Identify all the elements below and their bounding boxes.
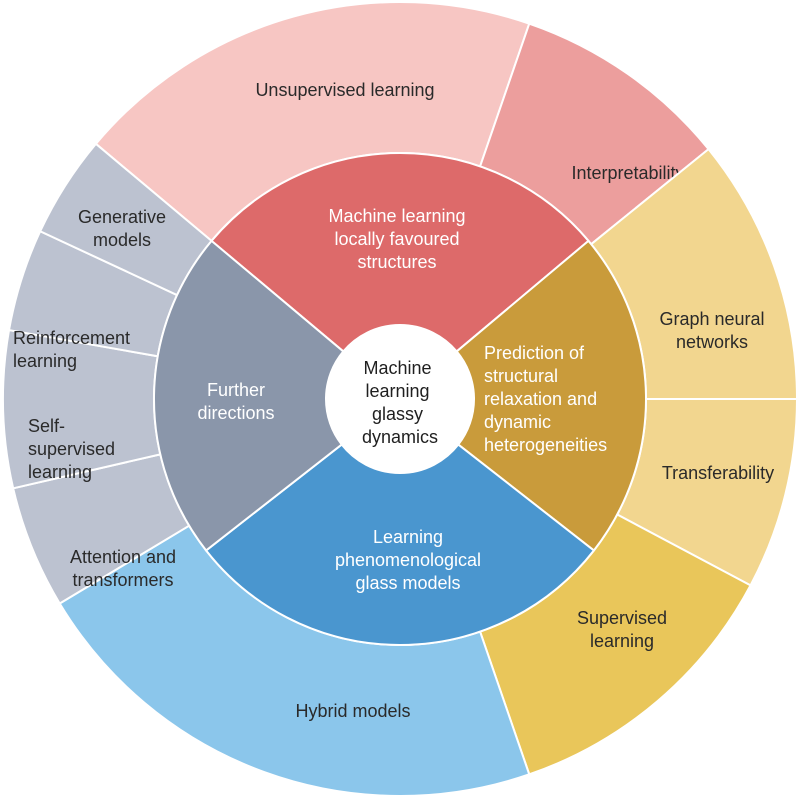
outer-segment-hybrid-label-line: Hybrid models [295,701,410,721]
outer-segment-gnn-label-line: Graph neural [659,309,764,329]
inner-segment-phenom-label-line: Learning [373,527,443,547]
inner-segment-prediction-label-line: dynamic [484,412,551,432]
outer-segment-reinforcement-label-line: Reinforcement [13,328,130,348]
inner-segment-further-label: Further directions [197,380,274,423]
outer-segment-unsupervised-label-line: Unsupervised learning [255,80,434,100]
outer-segment-reinforcement-label-line: learning [13,351,77,371]
outer-segment-transferability-label-line: Transferability [662,463,774,483]
center-label-line: dynamics [362,427,438,447]
center-circle-group: Machine learning glassy dynamics [326,325,474,473]
outer-segment-selfsup-label: Self-supervised learning [28,416,115,482]
inner-segment-mlfs-label-line: structures [357,252,436,272]
outer-segment-supervised-label-line: learning [590,631,654,651]
inner-segment-phenom-label-line: glass models [355,573,460,593]
outer-segment-selfsup-label-line: Self- [28,416,65,436]
inner-segment-prediction-label-line: relaxation and [484,389,597,409]
inner-segment-prediction-label-line: Prediction of [484,343,585,363]
outer-segment-generative-label-line: Generative [78,207,166,227]
outer-segment-selfsup-label-line: learning [28,462,92,482]
outer-segment-gnn-label: Graph neural networks [659,309,764,352]
outer-segment-supervised-label: Supervised learning [577,608,667,651]
center-label: Machine learning glassy dynamics [362,358,438,447]
outer-segment-reinforcement-label: Reinforcement learning [13,328,130,371]
outer-segment-generative-label: Generative models [78,207,166,250]
outer-segment-hybrid-label: Hybrid models [295,701,410,721]
center-label-line: learning [365,381,429,401]
outer-segment-generative-label-line: models [93,230,151,250]
inner-segment-mlfs-label-line: Machine learning [328,206,465,226]
outer-segment-attention-label-line: transformers [72,570,173,590]
outer-segment-transferability-label: Transferability [662,463,774,483]
center-circle [326,325,474,473]
inner-segment-further-label-line: directions [197,403,274,423]
outer-segment-attention-label: Attention and transformers [70,547,176,590]
center-label-line: Machine [363,358,431,378]
outer-segment-interpretability-label: Interpretability [571,163,684,183]
inner-ring: Machine learning locally favoured structur… [153,152,647,646]
inner-segment-phenom-label: Learning phenomenological glass models [335,527,481,593]
inner-segment-mlfs-label: Machine learning locally favoured structur… [328,206,465,272]
inner-segment-prediction-label-line: structural [484,366,558,386]
outer-segment-gnn-label-line: networks [676,332,748,352]
inner-segment-mlfs-label-line: locally favoured [334,229,459,249]
inner-segment-further-label-line: Further [207,380,265,400]
outer-segment-unsupervised-label: Unsupervised learning [255,80,434,100]
outer-segment-attention-label-line: Attention and [70,547,176,567]
outer-segment-interpretability-label-line: Interpretability [571,163,684,183]
outer-segment-selfsup-label-line: supervised [28,439,115,459]
center-label-line: glassy [372,404,423,424]
inner-segment-prediction-label-line: heterogeneities [484,435,607,455]
outer-segment-supervised-label-line: Supervised [577,608,667,628]
inner-segment-phenom-label-line: phenomenological [335,550,481,570]
inner-segment-prediction-label: Prediction of structural relaxation and dyn… [484,343,607,455]
